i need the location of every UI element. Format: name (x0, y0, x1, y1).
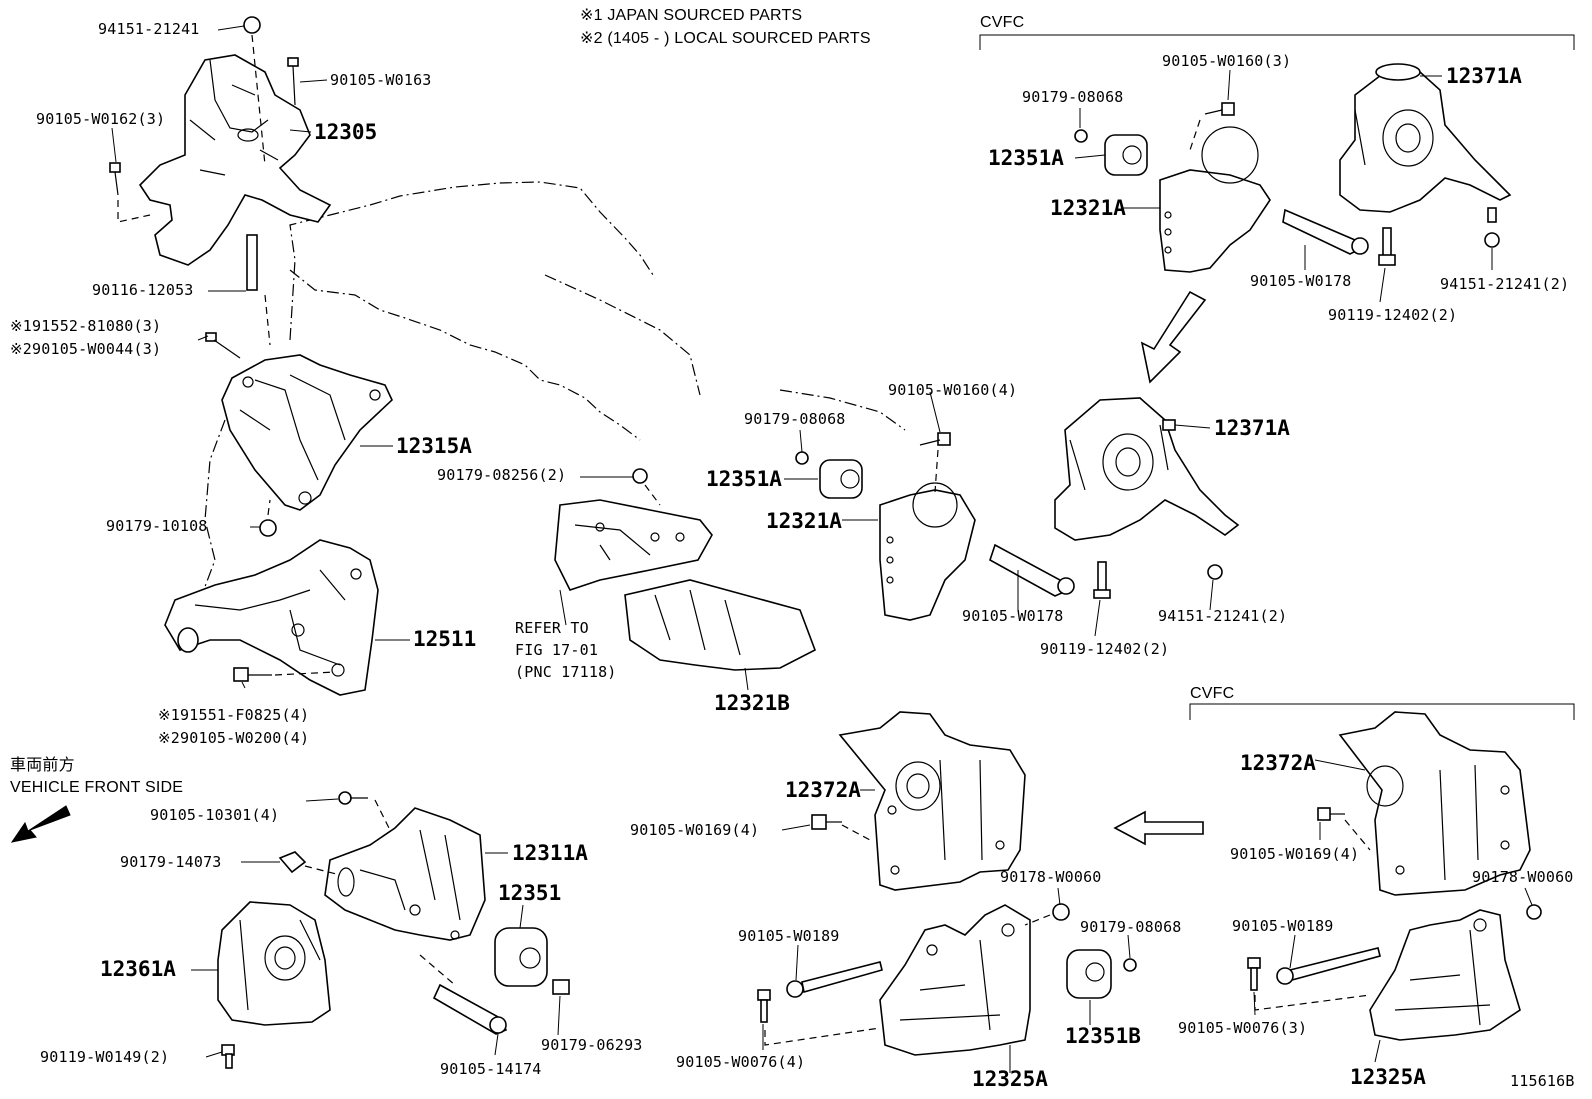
part-label: 12325A (972, 1067, 1048, 1091)
part-label: 12371A (1214, 416, 1290, 440)
mount-12372A-mid (811, 711, 1026, 891)
mount-12321A-top (1074, 102, 1369, 273)
part-label: 12361A (100, 957, 176, 981)
mount-12305 (138, 54, 332, 266)
part-label: 90179-08068 (1022, 88, 1124, 106)
group-label-cvfc-top: CVFC (980, 14, 1025, 31)
part-label: 90119-W0149(2) (40, 1048, 170, 1066)
part-label: 90105-W0169(4) (630, 821, 760, 839)
bracket-12311A (278, 791, 486, 941)
cvfc-bottom-bracket (1189, 703, 1575, 720)
part-label: 12325A (1350, 1065, 1426, 1089)
part-label: 90119-12402(2) (1328, 306, 1458, 324)
part-label: 90179-08256(2) (437, 466, 567, 484)
direction-label-jp: 車両前方 (10, 757, 75, 774)
part-label: 90179-10108 (106, 517, 208, 535)
note-local-sourced: ※2 (1405 - ) LOCAL SOURCED PARTS (580, 30, 871, 47)
part-label: 12321A (766, 509, 842, 533)
part-label: 90105-W0076(3) (1178, 1019, 1308, 1037)
part-label: 94151-21241 (98, 20, 200, 38)
part-label: 90179-14073 (120, 853, 222, 871)
part-label: 94151-21241(2) (1158, 607, 1288, 625)
group-label-cvfc-bottom: CVFC (1190, 685, 1235, 702)
part-label: 12321B (714, 691, 790, 715)
mount-12321A-mid (795, 432, 1075, 621)
mount-12371A-mid (1054, 397, 1240, 599)
vehicle-front-arrow-icon (10, 805, 73, 843)
mount-12361A (217, 901, 331, 1069)
part-label: 12311A (512, 841, 588, 865)
part-label: ※290105-W0044(3) (10, 340, 162, 358)
part-label: 90119-12402(2) (1040, 640, 1170, 658)
part-label: 90178-W0060 (1472, 868, 1574, 886)
cvfc-top-bracket (979, 34, 1575, 50)
part-label: 90179-08068 (744, 410, 846, 428)
part-label: 90105-W0189 (738, 927, 840, 945)
bracket-12511 (164, 539, 379, 696)
part-label: 12351A (988, 146, 1064, 170)
direction-arrow-down (1140, 290, 1207, 384)
engine-outline (199, 181, 906, 601)
part-label: 90178-W0060 (1000, 868, 1102, 886)
part-label: 90105-W0160(3) (1162, 52, 1292, 70)
part-label: 90105-W0160(4) (888, 381, 1018, 399)
part-label: 12351B (1065, 1024, 1141, 1048)
part-label: 12305 (314, 120, 378, 144)
mount-12371A-top (1339, 63, 1512, 266)
part-label: 90179-06293 (541, 1036, 643, 1054)
part-label: 90105-W0178 (1250, 272, 1352, 290)
part-label: 12371A (1446, 64, 1522, 88)
part-label: 90105-W0178 (962, 607, 1064, 625)
part-label: ※191552-81080(3) (10, 317, 162, 335)
part-label: 90116-12053 (92, 281, 194, 299)
part-label: 90105-W0162(3) (36, 110, 166, 128)
part-label: 90179-08068 (1080, 918, 1182, 936)
part-label: 12372A (1240, 751, 1316, 775)
bracket-12315A (221, 354, 393, 537)
refer-line-2: FIG 17-01 (515, 641, 599, 659)
part-label: 12511 (413, 627, 477, 651)
note-japan-sourced: ※1 JAPAN SOURCED PARTS (580, 7, 803, 24)
refer-line-1: REFER TO (515, 619, 589, 637)
part-label: 12351 (498, 881, 562, 905)
figure-id: 115616B (1510, 1072, 1575, 1090)
part-label: 12321A (1050, 196, 1126, 220)
part-label: 90105-W0189 (1232, 917, 1334, 935)
mount-12372A-right (1317, 711, 1531, 896)
part-label: 90105-W0163 (330, 71, 432, 89)
part-label: 94151-21241(2) (1440, 275, 1570, 293)
part-label: 90105-10301(4) (150, 806, 280, 824)
bracket-12321B (554, 468, 816, 671)
direction-arrow-left (1113, 810, 1204, 846)
part-label: 12372A (785, 778, 861, 802)
part-label: 90105-W0169(4) (1230, 845, 1360, 863)
part-label: 90105-W0076(4) (676, 1053, 806, 1071)
part-label: 12315A (396, 434, 472, 458)
leader-lines (111, 25, 1533, 1073)
part-label: 90105-14174 (440, 1060, 542, 1078)
bracket-12325A-mid (757, 903, 1137, 1056)
direction-label-en: VEHICLE FRONT SIDE (10, 779, 184, 796)
insulator-12351 (419, 927, 570, 1035)
refer-line-3: (PNC 17118) (515, 663, 617, 681)
bracket-12325A-right (1247, 904, 1542, 1041)
part-label: ※290105-W0200(4) (158, 729, 310, 747)
part-label: ※191551-F0825(4) (158, 706, 310, 724)
part-label: 12351A (706, 467, 782, 491)
